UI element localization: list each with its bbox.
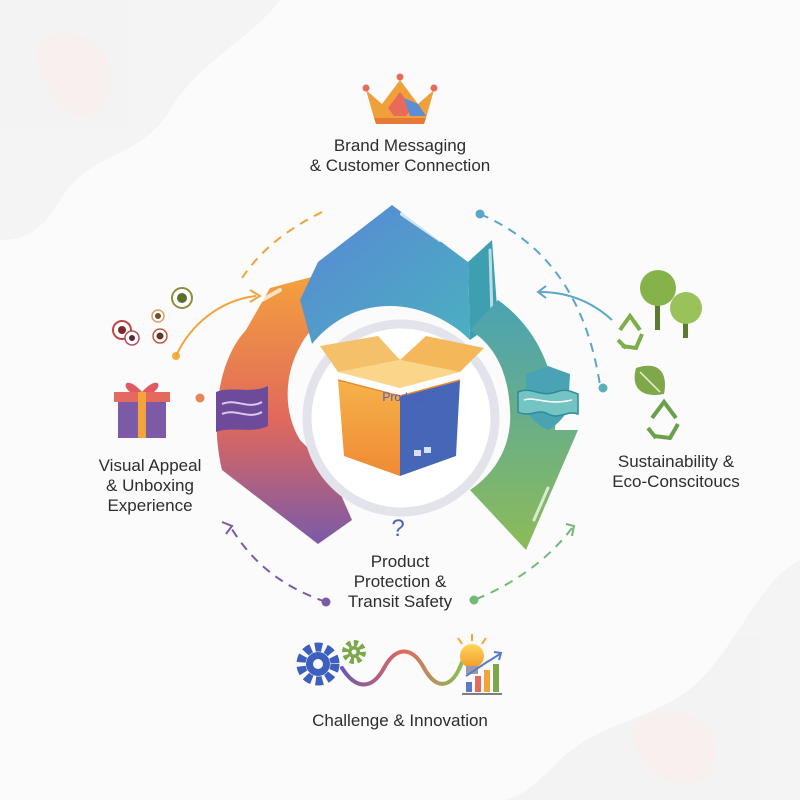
label-product-protection: Product Protection & Transit Safety bbox=[320, 552, 480, 612]
orbit-arc-top-left bbox=[241, 211, 323, 279]
arrow-trees-to-cycle bbox=[539, 291, 613, 321]
label-line: Visual Appeal bbox=[98, 456, 202, 475]
label-visual-appeal: Visual Appeal & Unboxing Experience bbox=[70, 456, 230, 516]
small-gear-icon bbox=[342, 640, 366, 664]
box-label: Product bbox=[382, 390, 424, 404]
label-line: Protection & bbox=[353, 572, 447, 591]
label-line: Product bbox=[370, 552, 430, 571]
label-line: Eco-Conscitoucs bbox=[612, 472, 740, 491]
label-line: Challenge & Innovation bbox=[312, 711, 488, 730]
question-mark-icon: ? bbox=[391, 515, 404, 542]
recycle-icon-lower bbox=[646, 398, 680, 441]
label-line: & Unboxing bbox=[106, 476, 194, 495]
cycle-arrow-left bbox=[216, 270, 352, 544]
label-sustainability: Sustainability & Eco-Conscitoucs bbox=[586, 452, 766, 492]
leaf-icon bbox=[634, 365, 665, 395]
innovation-wave bbox=[340, 649, 464, 687]
trees-icon bbox=[640, 270, 702, 338]
background-blob-bottom-right bbox=[500, 560, 800, 800]
orbit-arcs bbox=[229, 211, 601, 603]
cycle-arrow-right bbox=[470, 300, 578, 550]
label-challenge-innovation: Challenge & Innovation bbox=[270, 711, 530, 731]
product-box-icon bbox=[320, 336, 484, 476]
label-line: Brand Messaging bbox=[333, 136, 467, 155]
arrow-eyes-to-cycle bbox=[175, 295, 257, 357]
label-line: & Customer Connection bbox=[309, 156, 491, 175]
eyes-icon bbox=[112, 287, 193, 346]
recycle-icon-upper bbox=[616, 312, 644, 351]
lightbulb-icon bbox=[457, 634, 487, 674]
bar-chart-icon bbox=[462, 651, 503, 695]
label-brand-messaging: Brand Messaging & Customer Connection bbox=[280, 136, 520, 176]
crown-icon bbox=[362, 73, 438, 124]
label-line: Sustainability & bbox=[617, 452, 735, 471]
gift-icon bbox=[114, 382, 170, 438]
label-line: Experience bbox=[107, 496, 193, 515]
purple-wave-banner-icon bbox=[216, 386, 268, 432]
background-blob-top-left bbox=[0, 0, 280, 240]
label-line: Transit Safety bbox=[347, 592, 453, 611]
orbit-arc-top-right bbox=[479, 213, 601, 386]
large-gear-icon bbox=[296, 642, 340, 686]
teal-shield-icon bbox=[517, 366, 579, 430]
